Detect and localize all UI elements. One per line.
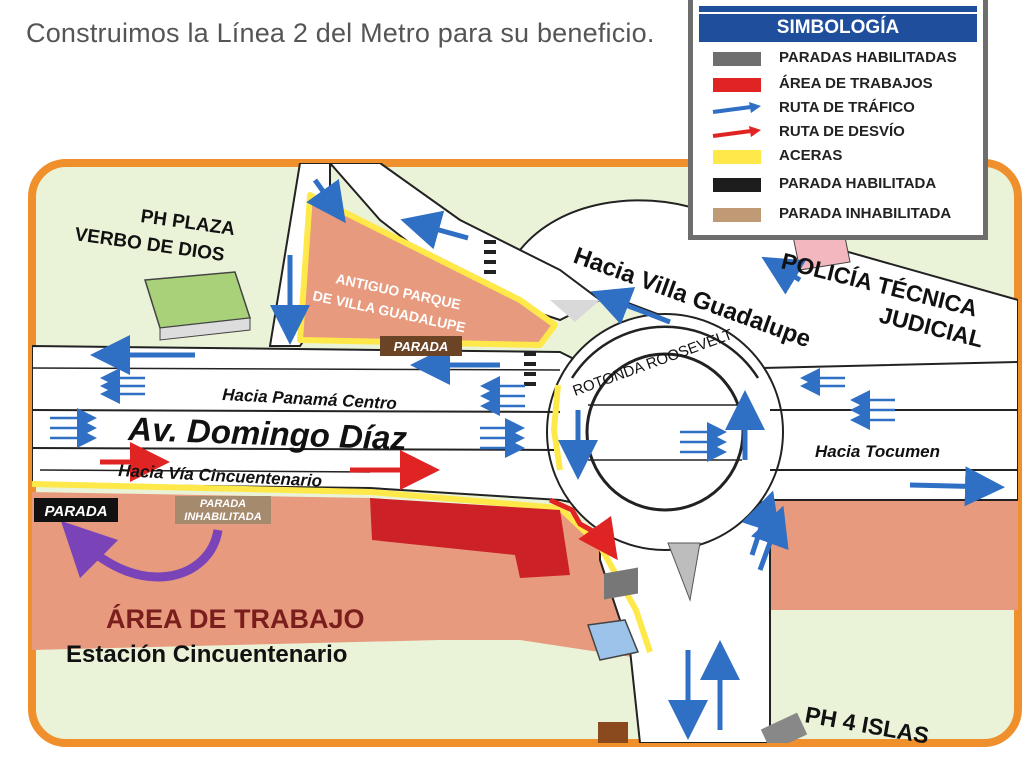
stop-disabled-tag — [175, 496, 271, 524]
legend-item-label: PARADA INHABILITADA — [779, 205, 952, 222]
legend-title: SIMBOLOGÍA — [699, 14, 977, 42]
legend-item-label: PARADA HABILITADA — [779, 175, 937, 192]
label-tocumen: Hacia Tocumen — [815, 442, 940, 461]
crosswalk-east — [524, 352, 536, 386]
legend-item-red-arrow: RUTA DE DESVÍO — [693, 122, 983, 144]
legend-item-label: RUTA DE DESVÍO — [779, 123, 905, 140]
legend-item-label: PARADAS HABILITADAS — [779, 49, 957, 66]
legend-item-red-bar: ÁREA DE TRABAJOS — [693, 74, 983, 96]
red-arrow-icon — [712, 126, 761, 138]
gray-bar-icon — [713, 52, 761, 66]
legend-item-yellow-bar: ACERAS — [693, 146, 983, 168]
traffic-arrows — [90, 178, 1005, 740]
lower-right-zone — [770, 498, 1018, 610]
stop-disabled-label-2: INHABILITADA — [184, 511, 261, 523]
red-bar-icon — [713, 78, 761, 92]
stop-park-tag — [380, 336, 462, 356]
building-gray-1 — [604, 567, 638, 600]
legend-item-blue-arrow: RUTA DE TRÁFICO — [693, 98, 983, 120]
building-blue — [586, 619, 640, 661]
legend-item-label: ÁREA DE TRABAJOS — [779, 75, 933, 92]
black-bar-icon — [713, 178, 761, 192]
label-work-area-1: ÁREA DE TRABAJO — [106, 603, 365, 634]
detour-arrows — [100, 442, 618, 561]
work-zone-red — [370, 498, 570, 578]
stop-park-label: PARADA — [394, 339, 449, 354]
label-work-area-2: Estación Cincuentenario — [66, 641, 347, 668]
median-nw — [550, 300, 600, 322]
legend-item-gray-bar: PARADAS HABILITADAS — [693, 48, 983, 70]
building-ph-plaza — [144, 271, 251, 341]
intro-text: Construimos la Línea 2 del Metro para su… — [26, 18, 655, 48]
building-gray-ph — [760, 712, 808, 743]
legend-top-bar — [699, 6, 977, 12]
stop-disabled-label-1: PARADA — [200, 498, 246, 510]
blue-arrow-icon — [712, 102, 761, 114]
legend-item-black-bar: PARADA HABILITADA — [693, 174, 983, 196]
stop-left-label: PARADA — [44, 503, 107, 520]
building-brown — [598, 722, 628, 743]
legend-item-label: ACERAS — [779, 147, 843, 164]
legend-item-tan-bar: PARADA INHABILITADA — [693, 204, 983, 226]
yellow-bar-icon — [713, 150, 761, 164]
legend-box: SIMBOLOGÍA PARADAS HABILITADAS ÁREA DE TR… — [688, 0, 988, 240]
lane-arrows — [50, 368, 895, 462]
tan-bar-icon — [713, 208, 761, 222]
crosswalk-north — [484, 240, 496, 274]
legend-item-label: RUTA DE TRÁFICO — [779, 99, 915, 116]
median-triangle — [667, 542, 701, 602]
detour-curve-arrow — [60, 520, 223, 582]
stop-left-tag — [34, 498, 118, 522]
